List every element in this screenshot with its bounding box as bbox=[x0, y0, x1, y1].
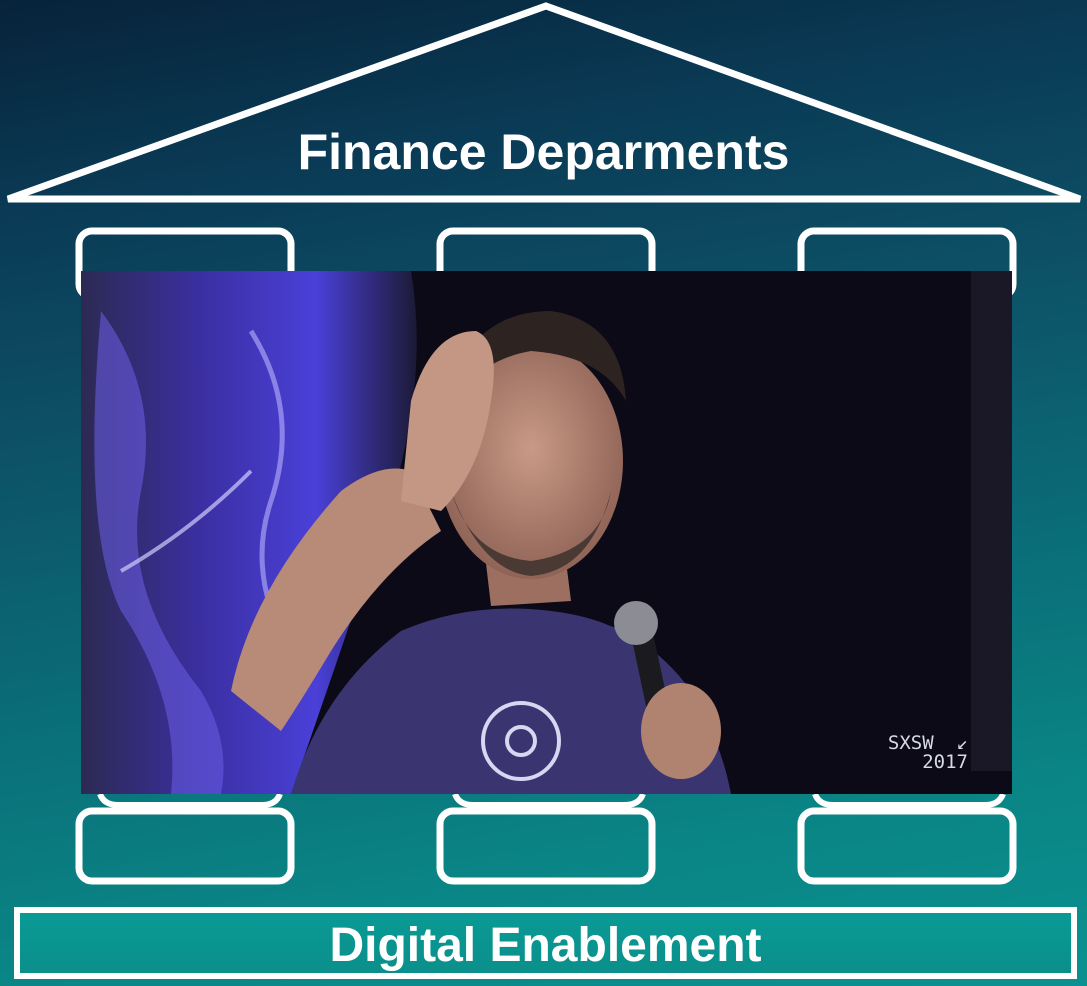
pillar-2-shaft bbox=[452, 792, 646, 808]
base-title: Digital Enablement bbox=[329, 919, 762, 972]
pillar-2-base bbox=[436, 807, 656, 885]
arrow-down-left-icon: ↙ bbox=[956, 732, 968, 754]
video-watermark: SXSW ↙ 2017 bbox=[888, 734, 968, 772]
speaker-photo bbox=[81, 271, 1012, 794]
base-bar: Digital Enablement bbox=[14, 907, 1077, 979]
pillar-3-base bbox=[797, 807, 1017, 885]
pillar-1-base bbox=[75, 807, 295, 885]
watermark-event: SXSW bbox=[887, 732, 934, 754]
roof-title: Finance Deparments bbox=[297, 124, 790, 180]
roof-outline bbox=[6, 2, 1082, 203]
embedded-video[interactable]: SXSW ↙ 2017 bbox=[81, 271, 1012, 794]
pillar-1-shaft bbox=[97, 792, 283, 808]
pillar-3-shaft bbox=[812, 792, 1006, 808]
watermark-year: 2017 bbox=[922, 751, 968, 773]
